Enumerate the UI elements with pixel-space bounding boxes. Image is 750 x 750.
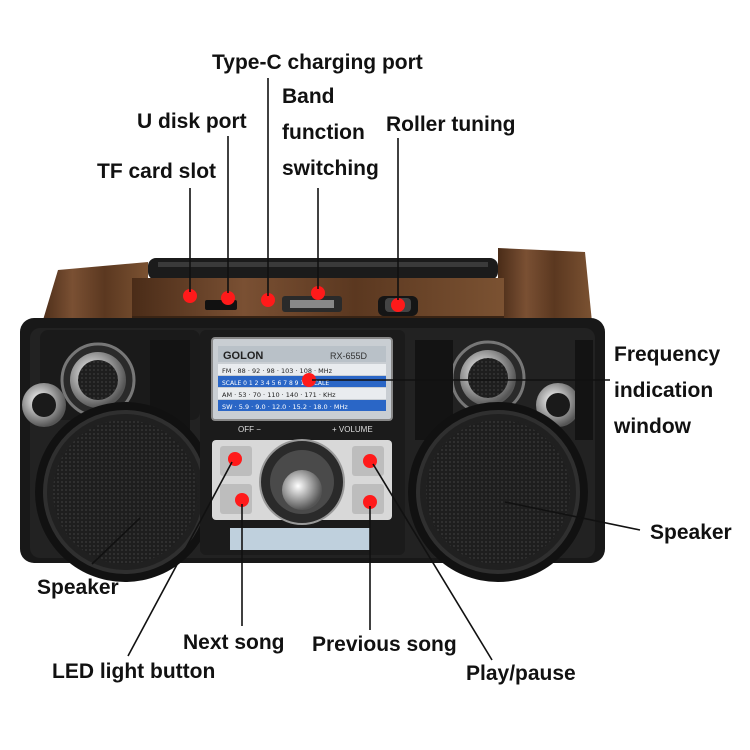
type-c-label: Type-C charging port — [212, 51, 423, 74]
volume-label: + VOLUME — [332, 425, 373, 434]
right-tweeter — [450, 340, 580, 427]
band-label-line: switching — [282, 157, 379, 180]
u-disk-label: U disk port — [137, 110, 247, 133]
marker-frequency — [302, 373, 316, 387]
frequency-label-line: window — [614, 415, 691, 438]
marker-next — [235, 493, 249, 507]
play-pause-label: Play/pause — [466, 662, 576, 685]
led-strip — [230, 528, 370, 550]
tf-card-label: TF card slot — [97, 160, 217, 183]
scale-row: SCALE 0 1 2 3 4 5 6 7 8 9 10 SCALE — [222, 380, 329, 387]
band-label-line: Band — [282, 85, 335, 108]
brand-text: GOLON — [223, 350, 263, 362]
frequency-label-line: indication — [614, 379, 714, 402]
led-button-label: LED light button — [52, 660, 216, 683]
marker-roller — [391, 298, 405, 312]
band-label-line: function — [282, 121, 365, 144]
frequency-window-label: Frequency indication window — [614, 344, 720, 437]
callout-lines — [91, 78, 641, 661]
volume-off-label: OFF − — [238, 425, 261, 434]
marker-previous — [363, 495, 377, 509]
previous-song-label: Previous song — [312, 633, 457, 656]
left-speaker — [35, 402, 215, 582]
marker-u-disk — [221, 291, 235, 305]
carry-handle — [148, 258, 498, 280]
fm-scale: FM · 88 · 92 · 98 · 103 · 108 · MHz — [222, 367, 333, 375]
center-panel: GOLON RX-655D FM · 88 · 92 · 98 · 103 · … — [200, 330, 405, 555]
marker-band — [311, 286, 325, 300]
next-song-label: Next song — [183, 631, 285, 654]
roller-tuning-label: Roller tuning — [386, 113, 516, 136]
speaker-right-label: Speaker — [650, 521, 732, 544]
volume-knob[interactable] — [282, 470, 322, 510]
model-text: RX-655D — [330, 351, 368, 361]
am-scale: AM · 53 · 70 · 110 · 140 · 171 · KHz — [222, 391, 336, 399]
right-speaker — [408, 402, 588, 582]
speaker-left-label: Speaker — [37, 576, 119, 599]
sw-scale: SW · 5.9 · 9.0 · 12.0 · 15.2 · 18.0 · MH… — [222, 403, 348, 411]
band-switching-label: Band function switching — [282, 86, 379, 179]
frequency-label-line: Frequency — [614, 343, 721, 366]
marker-tf-card — [183, 289, 197, 303]
marker-type-c — [261, 293, 275, 307]
